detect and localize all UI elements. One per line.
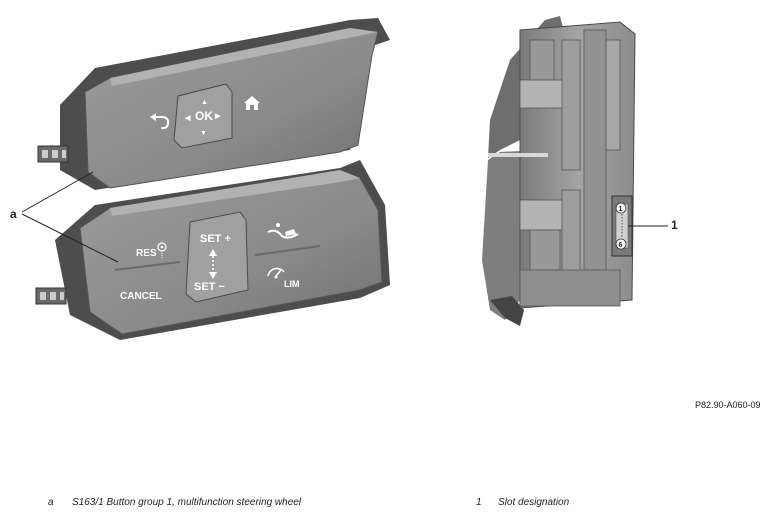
pin-1-label: 1 [619, 206, 623, 213]
callout-1: 1 [628, 218, 678, 232]
legend-key-a: a [48, 497, 54, 508]
side-view-module: 1 6 [482, 16, 636, 326]
resume-icon [157, 242, 167, 258]
legend-key-1: 1 [476, 497, 482, 508]
set-plus-label: SET + [200, 233, 231, 245]
upper-button-module: OK ▲ ▼ ◀ ▶ [37, 18, 390, 190]
speedometer-icon [267, 267, 285, 279]
legend-text-a: S163/1 Button group 1, multifunction ste… [72, 497, 302, 508]
legend-text-1: Slot designation [498, 497, 570, 508]
pin-6-label: 6 [619, 242, 623, 249]
callout-1-label: 1 [671, 218, 678, 232]
legend-item-a: a S163/1 Button group 1, multifunction st… [48, 497, 388, 508]
keypad-up-icon: ▲ [201, 99, 208, 106]
ok-keypad: OK ▲ ▼ ◀ ▶ [173, 83, 233, 149]
lim-label: LIM [284, 279, 300, 289]
distance-assist-icon [267, 223, 299, 239]
res-label: RES [136, 248, 157, 259]
lower-button-module: SET + SET − RES CANCEL LIM [35, 160, 390, 340]
back-arrow-icon [150, 113, 170, 130]
lower-side-connector [35, 287, 67, 305]
set-minus-label: SET − [194, 281, 225, 293]
reference-code: P82.90-A060-09 [695, 400, 761, 410]
ok-label: OK [195, 109, 213, 123]
cancel-label: CANCEL [120, 291, 162, 302]
callout-a-label: a [10, 207, 17, 221]
connector-slot: 1 6 [611, 195, 633, 257]
legend-item-1: 1 Slot designation [476, 497, 676, 508]
upper-side-connector [37, 145, 69, 163]
set-rocker: SET + SET − [185, 211, 249, 303]
callout-a: a [10, 171, 119, 263]
keypad-left-icon: ◀ [184, 115, 191, 122]
keypad-down-icon: ▼ [200, 130, 207, 137]
keypad-right-icon: ▶ [214, 113, 221, 120]
home-icon [244, 96, 260, 110]
